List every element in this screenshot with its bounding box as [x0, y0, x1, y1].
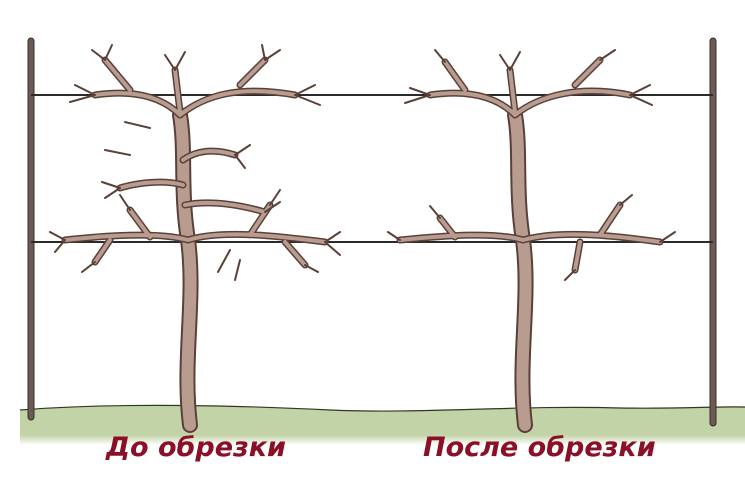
caption-before-pruning: До обрезки: [106, 432, 286, 463]
post-right: [709, 37, 717, 427]
post-left: [27, 37, 35, 421]
vine-before-pruning: [49, 44, 341, 433]
vine-after-pruning: [387, 49, 676, 433]
caption-after-pruning: После обрезки: [423, 432, 656, 463]
ground-line: [19, 404, 745, 412]
ground: [20, 405, 745, 445]
